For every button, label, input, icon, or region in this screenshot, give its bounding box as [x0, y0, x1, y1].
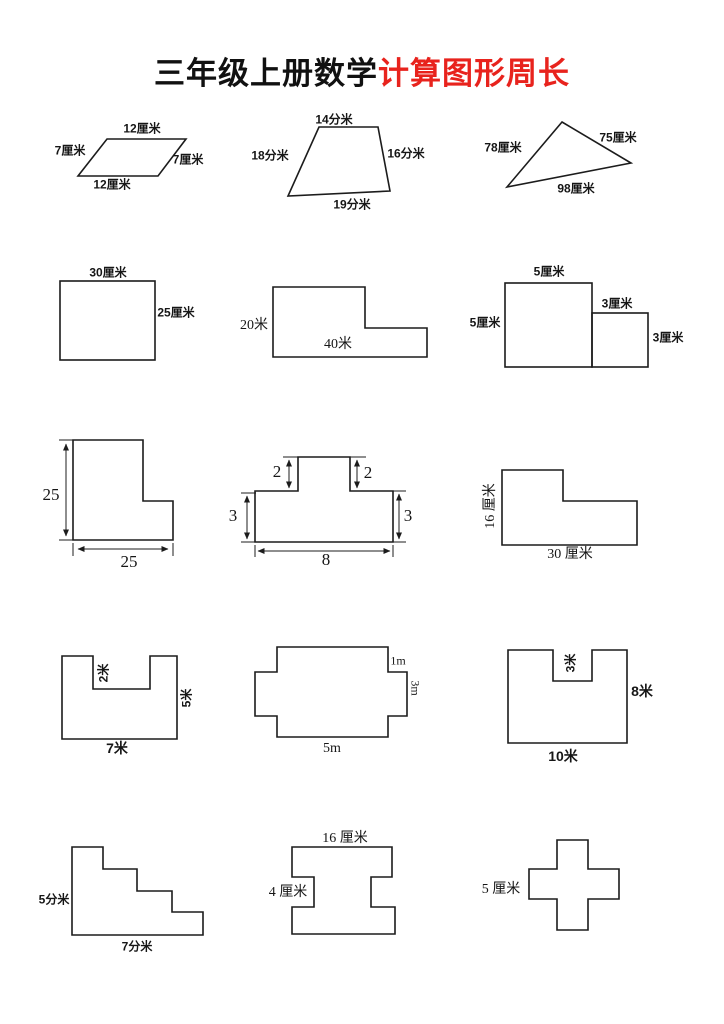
- plus-left-label: 5 厘米: [481, 882, 521, 897]
- trapezoid-shape: [286, 126, 391, 197]
- l-field-bottom-label: 40米: [324, 337, 352, 352]
- cross-top-right-label: 1m: [390, 653, 406, 668]
- trapezoid-top-label: 14分米: [315, 112, 353, 127]
- big-square-left-label: 5厘米: [469, 315, 501, 330]
- u-large-right-label: 8米: [631, 683, 653, 699]
- l-field-left-label: 20米: [240, 318, 268, 333]
- staircase-left-label: 5分米: [38, 892, 70, 907]
- plus-shape: [528, 839, 620, 931]
- l-shape-arrows: [72, 439, 174, 541]
- l-shape-field: [272, 286, 428, 358]
- rectangle-right-label: 25厘米: [157, 305, 195, 320]
- triangle-left-label: 78厘米: [484, 140, 522, 155]
- big-square-top-label: 5厘米: [533, 264, 565, 279]
- title-black-part: 三年级上册数学: [154, 56, 378, 91]
- staircase-bottom-label: 7分米: [121, 939, 153, 954]
- cross-bottom-label: 5m: [323, 741, 341, 756]
- parallelogram-bottom-label: 12厘米: [93, 177, 131, 192]
- small-square-top-label: 3厘米: [601, 296, 633, 311]
- page-title: 三年级上册数学计算图形周长: [0, 48, 724, 93]
- u-shape-large: [507, 649, 628, 744]
- big-square-shape: [504, 282, 593, 368]
- u-small-bottom-label: 7米: [106, 740, 128, 756]
- trapezoid-bottom-label: 19分米: [333, 197, 371, 212]
- l-shape-cm: [501, 469, 638, 546]
- u-large-bottom-label: 10米: [548, 748, 578, 764]
- l-cm-bottom-label: 30 厘米: [547, 547, 593, 562]
- h-shape-left-label: 4 厘米: [268, 885, 308, 900]
- rectangle-top-label: 30厘米: [89, 265, 127, 280]
- t-shape-tab-left-label: 2: [272, 462, 282, 481]
- staircase-shape: [71, 846, 204, 936]
- triangle-shape: [504, 120, 634, 189]
- cross-horizontal-shape: [254, 646, 408, 738]
- u-shape-small: [61, 655, 178, 740]
- trapezoid-left-label: 18分米: [251, 148, 289, 163]
- l-arrows-left-label: 25: [42, 485, 60, 504]
- t-shape-base-right-label: 3: [403, 506, 413, 525]
- cross-right-label: 3m: [408, 680, 423, 696]
- h-shape: [291, 846, 396, 935]
- parallelogram-top-label: 12厘米: [123, 121, 161, 136]
- parallelogram-left-label: 7厘米: [54, 143, 86, 158]
- t-shape: [254, 456, 394, 543]
- l-cm-left-label: 16 厘米: [483, 483, 498, 529]
- t-shape-base-left-label: 3: [228, 506, 238, 525]
- parallelogram-right-label: 7厘米: [172, 152, 204, 167]
- t-shape-tab-right-label: 2: [363, 463, 373, 482]
- u-large-notch-label: 3米: [563, 653, 578, 673]
- u-small-notch-label: 2米: [96, 663, 111, 683]
- t-shape-bottom-label: 8: [321, 550, 331, 569]
- l-arrows-bottom-label: 25: [120, 552, 138, 571]
- trapezoid-right-label: 16分米: [387, 146, 425, 161]
- rectangle-shape: [59, 280, 156, 361]
- small-square-shape: [591, 312, 649, 368]
- title-red-part: 计算图形周长: [378, 56, 570, 91]
- triangle-right-label: 75厘米: [599, 130, 637, 145]
- parallelogram-shape: [76, 138, 188, 177]
- h-shape-top-label: 16 厘米: [322, 831, 368, 846]
- triangle-bottom-label: 98厘米: [557, 181, 595, 196]
- small-square-right-label: 3厘米: [652, 330, 684, 345]
- u-small-right-label: 5米: [179, 688, 194, 708]
